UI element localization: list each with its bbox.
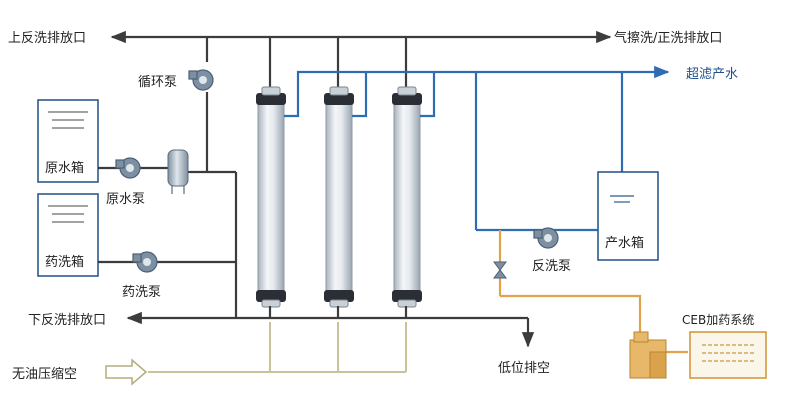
- top-air-scour-outlet-label: 气擦洗/正洗排放口: [614, 30, 722, 46]
- circulation-pump-icon: [188, 69, 214, 91]
- backwash-pump-label: 反洗泵: [532, 259, 571, 274]
- circulation-pump-label: 循环泵: [138, 75, 177, 90]
- top-backwash-outlet-label: 上反洗排放口: [8, 31, 86, 46]
- chemical-wash-tank-label: 药洗箱: [45, 254, 84, 270]
- uf-product-water-label: 超滤产水: [686, 67, 738, 82]
- bottom-backwash-outlet-label: 下反洗排放口: [28, 313, 106, 328]
- ceb-control-panel: [689, 331, 767, 379]
- membrane-module-3: [392, 86, 422, 308]
- check-valve-icon: [493, 261, 507, 279]
- raw-water-tank-label: 原水箱: [45, 160, 84, 176]
- circulation-loop: [190, 92, 238, 312]
- product-water-tank: [597, 171, 659, 261]
- oil-free-air-label: 无油压缩空: [12, 366, 77, 382]
- low-drain-label: 低位排空: [498, 361, 550, 376]
- air-supply-line: [148, 322, 407, 373]
- bottom-drain-header: [126, 306, 535, 348]
- raw-water-pump-icon: [115, 157, 141, 179]
- top-drain-header: [110, 30, 612, 92]
- membrane-module-1: [256, 86, 286, 308]
- chemical-wash-pump-label: 药洗泵: [122, 285, 161, 300]
- membrane-module-2: [324, 86, 354, 308]
- ceb-chemical-tanks: [629, 331, 667, 379]
- backwash-pump-icon: [533, 227, 559, 249]
- prefilter-icon: [167, 149, 192, 194]
- air-inlet-arrow-icon: [105, 358, 148, 386]
- product-water-tank-label: 产水箱: [605, 235, 644, 251]
- ceb-system-label: CEB加药系统: [682, 313, 754, 327]
- raw-water-pump-label: 原水泵: [106, 192, 145, 207]
- chemical-wash-pump-icon: [132, 251, 158, 273]
- chemical-wash-tank: [37, 193, 99, 277]
- raw-water-tank: [37, 99, 99, 183]
